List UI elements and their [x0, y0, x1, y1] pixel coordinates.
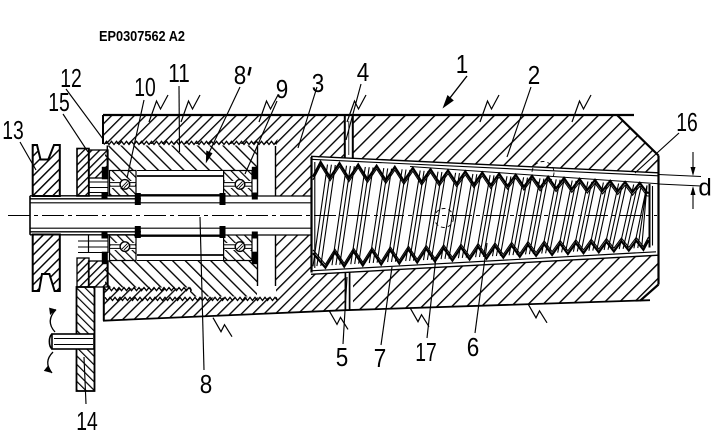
svg-text:d: d: [698, 175, 711, 202]
svg-text:8: 8: [200, 369, 213, 399]
svg-text:6: 6: [467, 332, 480, 362]
svg-text:11: 11: [168, 58, 190, 88]
svg-text:7: 7: [374, 343, 387, 373]
svg-text:8: 8: [234, 60, 247, 90]
svg-text:14: 14: [76, 406, 98, 436]
svg-text:1: 1: [456, 49, 469, 79]
svg-text:3: 3: [312, 68, 325, 98]
svg-text:5: 5: [336, 342, 349, 372]
svg-text:10: 10: [134, 72, 156, 102]
svg-text:12: 12: [60, 63, 82, 93]
svg-text:9: 9: [276, 74, 289, 104]
svg-text:16: 16: [676, 107, 698, 137]
svg-text:2: 2: [528, 60, 541, 90]
svg-text:17: 17: [415, 337, 437, 367]
svg-text:15: 15: [48, 87, 70, 117]
svg-text:13: 13: [2, 115, 24, 145]
svg-text:EP0307562 A2: EP0307562 A2: [99, 28, 185, 45]
svg-text:4: 4: [357, 57, 370, 87]
